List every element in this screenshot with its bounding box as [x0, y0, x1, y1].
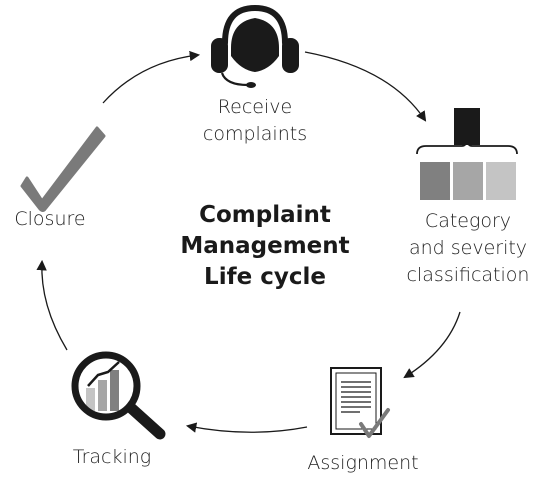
title-line-3: Life cycle [204, 264, 326, 290]
category-line-2: and severity [408, 237, 528, 259]
diagram-title: Complaint Management Life cycle [150, 200, 380, 293]
stage-label-tracking: Tracking [47, 444, 177, 471]
receive-line-2: complaints [202, 123, 308, 145]
closure-line-1: Closure [14, 208, 86, 230]
receive-line-1: Receive [217, 96, 293, 118]
stage-label-category: Category and severity classification [404, 208, 532, 289]
arrow-category-to-assignment [403, 311, 461, 379]
category-line-3: classification [406, 264, 530, 286]
arrow-tracking-to-closure [36, 259, 68, 351]
title-line-2: Management [180, 233, 350, 259]
assignment-line-1: Assignment [307, 452, 419, 474]
stage-label-closure: Closure [0, 206, 100, 233]
category-line-1: Category [424, 210, 512, 232]
tracking-line-1: Tracking [72, 446, 152, 468]
stage-label-receive: Receive complaints [175, 94, 335, 148]
stage-label-assignment: Assignment [288, 450, 438, 477]
magnifier-chart-icon [71, 351, 166, 440]
document-check-icon [330, 367, 390, 438]
arrow-receive-to-category [304, 51, 427, 122]
title-line-1: Complaint [199, 202, 331, 228]
arrow-assignment-to-tracking [185, 422, 308, 433]
headset-icon [211, 4, 299, 88]
hierarchy-icon [416, 108, 518, 200]
checkmark-icon [20, 126, 106, 212]
arrow-closure-to-receive [102, 50, 201, 104]
